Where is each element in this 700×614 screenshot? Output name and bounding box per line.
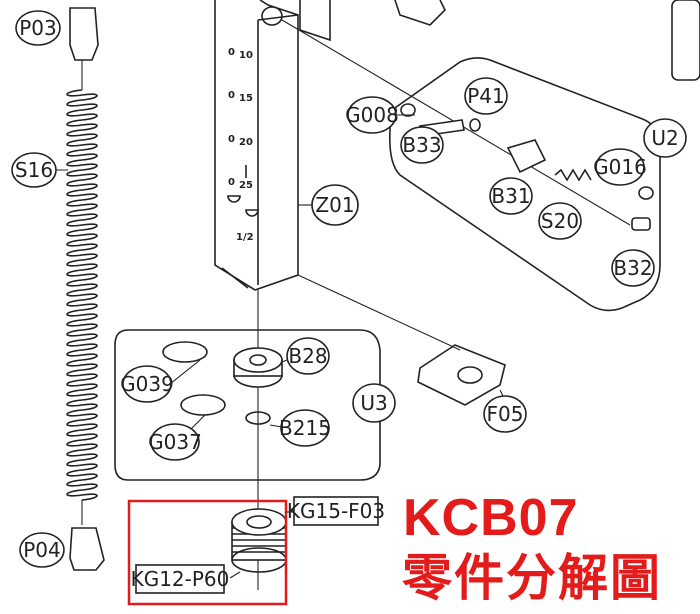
spring-s16 (66, 55, 98, 525)
svg-text:Z01: Z01 (315, 193, 354, 217)
svg-text:G039: G039 (120, 372, 174, 396)
callout-g016: G016 (593, 148, 647, 186)
part-p04 (69, 527, 105, 571)
magazine-z01: 0 10 0 15 0 20 0 25 1/2 (214, 0, 299, 291)
partial-part-top-right (394, 0, 446, 26)
part-g008 (400, 103, 416, 117)
svg-text:P03: P03 (19, 16, 57, 40)
part-f05 (417, 344, 506, 406)
callout-s16: S16 (11, 152, 57, 188)
svg-text:P41: P41 (467, 84, 505, 108)
callout-b31: B31 (489, 177, 533, 215)
svg-text:B32: B32 (613, 256, 652, 280)
svg-text:G016: G016 (593, 155, 647, 179)
callout-s20: S20 (538, 202, 582, 240)
part-f05-hole (457, 366, 483, 384)
callout-b215: B215 (279, 409, 331, 447)
part-p41 (469, 118, 481, 132)
part-b31 (506, 139, 547, 174)
group-u3-outline (114, 329, 381, 481)
callout-b32: B32 (611, 249, 655, 287)
svg-text:KG12-P60: KG12-P60 (131, 567, 230, 591)
svg-text:G037: G037 (148, 430, 202, 454)
callout-f05: F05 (483, 395, 527, 433)
mark-10: 10 (239, 50, 253, 61)
mark-zero: 0 (228, 134, 235, 145)
svg-text:B33: B33 (402, 133, 441, 157)
callout-p04: P04 (19, 532, 65, 568)
mark-zero: 0 (228, 90, 235, 101)
svg-text:U3: U3 (360, 391, 387, 415)
svg-text:B28: B28 (288, 344, 327, 368)
mark-25: 25 (239, 180, 253, 191)
part-g037 (180, 394, 226, 416)
diagram-subtitle: 零件分解圖 (402, 550, 662, 606)
callout-kg12-p60: KG12-P60 (131, 564, 230, 594)
part-b28 (233, 347, 283, 388)
svg-text:B31: B31 (491, 184, 530, 208)
callout-b28: B28 (286, 337, 330, 375)
mark-15: 15 (239, 93, 253, 104)
mark-zero: 0 (228, 47, 235, 58)
callout-p03: P03 (15, 10, 61, 46)
callout-z01: Z01 (311, 184, 359, 226)
part-kg12-p60 (231, 508, 287, 573)
svg-text:KG15-F03: KG15-F03 (287, 499, 385, 523)
part-b32 (631, 217, 651, 231)
part-g039 (162, 341, 208, 363)
part-s20 (554, 168, 592, 182)
mark-zero: 0 (228, 177, 235, 188)
callout-p41: P41 (464, 77, 508, 115)
callout-kg15-f03: KG15-F03 (287, 496, 385, 526)
mark-20: 20 (239, 137, 253, 148)
callout-g037: G037 (148, 423, 202, 461)
model-code-title: KCB07 (403, 489, 579, 547)
part-b215 (245, 411, 271, 425)
svg-text:F05: F05 (487, 402, 524, 426)
highlight-box (127, 499, 288, 606)
callout-g039: G039 (120, 365, 174, 403)
svg-text:S20: S20 (541, 209, 579, 233)
callout-u2: U2 (643, 118, 687, 158)
callout-b33: B33 (400, 126, 444, 164)
svg-text:S16: S16 (15, 158, 53, 182)
svg-text:G008: G008 (345, 103, 399, 127)
callout-g008: G008 (345, 96, 399, 134)
svg-text:B215: B215 (279, 416, 331, 440)
svg-text:U2: U2 (651, 126, 678, 150)
group-u2-outline (388, 57, 661, 312)
partial-part-top (299, 0, 331, 42)
svg-text:P04: P04 (23, 538, 61, 562)
part-g016 (638, 186, 654, 200)
mark-half: 1/2 (236, 232, 254, 243)
callout-u3: U3 (352, 383, 396, 423)
part-p03 (69, 7, 99, 61)
partial-part-edge (671, 0, 700, 81)
